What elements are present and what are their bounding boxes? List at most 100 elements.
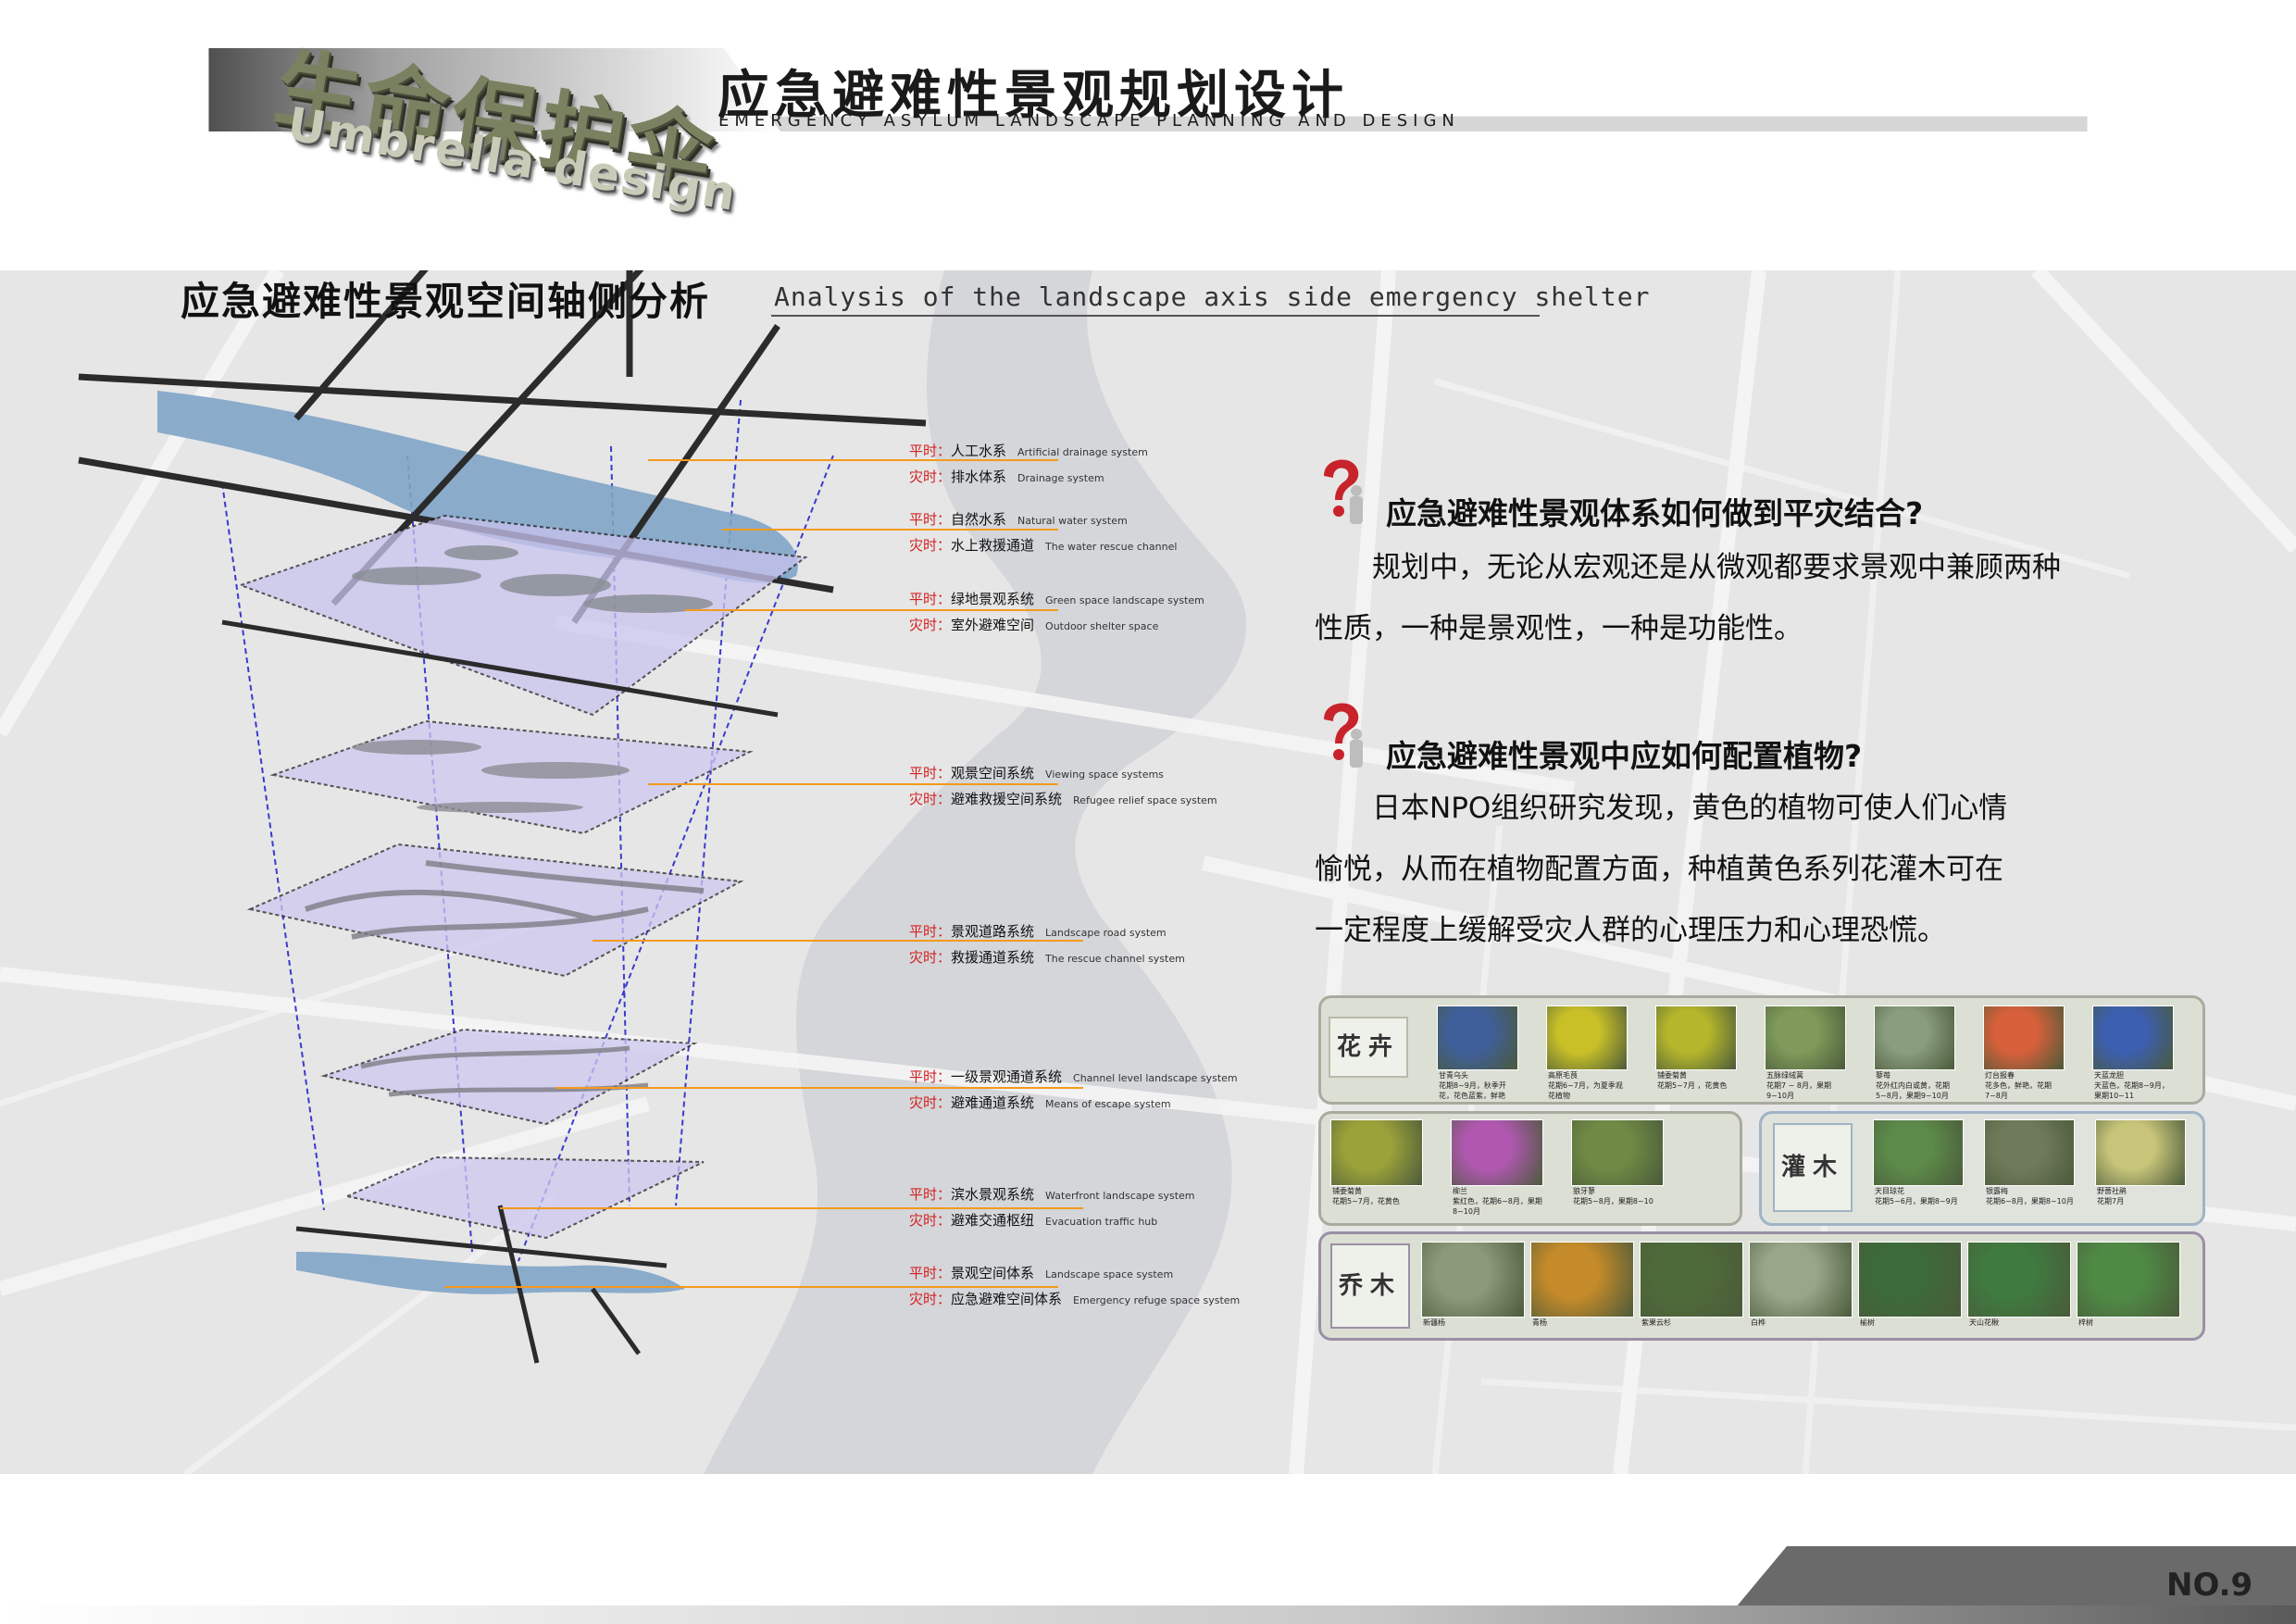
question-1: 应急避难性景观体系如何做到平灾结合? — [1386, 495, 1924, 531]
plant-name: 柳兰 — [1453, 1187, 1467, 1195]
plant-name: 天目琼花 — [1875, 1187, 1904, 1195]
disaster-label: 排水体系 — [951, 468, 1007, 485]
peace-label: 自然水系 — [951, 511, 1007, 528]
plant-photo — [1984, 1119, 2075, 1186]
flowers-label: 花卉 — [1329, 1017, 1408, 1078]
plant-photo — [1874, 1006, 1955, 1070]
plant-caption: 白桦 — [1751, 1318, 1853, 1328]
trees-panel: 乔木 新疆杨青杨紫果云杉白桦榆树天山花楸梓树 — [1318, 1231, 2205, 1341]
plant-note: 花期8~9月，秋季开花，花色蓝紫，鲜艳 — [1439, 1081, 1506, 1100]
plant-card: 天蓝龙胆天蓝色，花期8~9月，果期10~11 — [2092, 1006, 2174, 1100]
plant-caption: 铺委菊黄花期5~7月，花黄色 — [1332, 1186, 1423, 1206]
answer-line: 日本NPO组织研究发现，黄色的植物可使人们心情 — [1315, 792, 2008, 825]
plant-card: 青杨 — [1530, 1242, 1634, 1343]
answer-line: 性质，一种是景观性，一种是功能性。 — [1315, 612, 1803, 645]
disaster-label-en: The water rescue channel — [1045, 541, 1178, 553]
trees-label: 乔木 — [1330, 1243, 1410, 1329]
plant-name: 天蓝龙胆 — [2094, 1071, 2124, 1080]
question-2: 应急避难性景观中应如何配置植物? — [1386, 738, 1863, 774]
plant-caption: 紫果云杉 — [1641, 1318, 1743, 1328]
plant-note: 花期5~7月 ，花黄色 — [1657, 1081, 1728, 1090]
plant-name: 铺委菊黄 — [1657, 1071, 1687, 1080]
plant-name: 银露梅 — [1986, 1187, 2008, 1195]
peace-prefix: 平时： — [909, 511, 952, 528]
disaster-label: 室外避难空间 — [951, 617, 1035, 633]
plant-caption: 天蓝龙胆天蓝色，花期8~9月，果期10~11 — [2094, 1070, 2174, 1101]
answer-2: 日本NPO组织研究发现，黄色的植物可使人们心情 愉悦，从而在植物配置方面，种植黄… — [1315, 778, 2203, 961]
plant-name: 榆树 — [1860, 1318, 1875, 1327]
header-band — [208, 48, 2088, 131]
plant-photo — [1451, 1119, 1543, 1186]
peace-label: 绿地景观系统 — [951, 591, 1035, 607]
disaster-label: 避难交通枢纽 — [951, 1212, 1035, 1229]
plant-photo — [2095, 1119, 2186, 1186]
plant-card: 野蔷社鹃花期7月 — [2095, 1119, 2186, 1212]
plant-photo — [1571, 1119, 1664, 1186]
peace-label: 景观空间体系 — [951, 1265, 1035, 1281]
peace-label-en: Waterfront landscape system — [1045, 1190, 1195, 1202]
plant-caption: 野蔷社鹃花期7月 — [2097, 1186, 2186, 1206]
plant-card: 天山花楸 — [1967, 1242, 2071, 1343]
answer-1: 规划中，无论从宏观还是从微观都要求景观中兼顾两种 性质，一种是景观性，一种是功能… — [1315, 537, 2203, 659]
page-number: NO.9 — [2166, 1567, 2253, 1604]
plant-photo — [1873, 1119, 1964, 1186]
peace-label-en: Landscape space system — [1045, 1268, 1174, 1280]
plant-name: 高原毛茛 — [1548, 1071, 1578, 1080]
plant-card: 榆树 — [1858, 1242, 1962, 1343]
plant-card: 高原毛茛花期6~7月，为夏季观花植物 — [1546, 1006, 1628, 1100]
peace-label: 观景空间系统 — [951, 765, 1035, 781]
plant-photo — [1967, 1242, 2071, 1318]
plant-name: 新疆杨 — [1423, 1318, 1445, 1327]
plant-note: 花期6~8月，果期8~10月 — [1986, 1197, 2074, 1206]
disaster-label: 救援通道系统 — [951, 949, 1035, 966]
disaster-label-en: Outdoor shelter space — [1045, 620, 1159, 632]
peace-prefix: 平时： — [909, 1265, 952, 1281]
plant-name: 天山花楸 — [1969, 1318, 1999, 1327]
plant-photo — [1546, 1006, 1628, 1070]
shrubs-label: 灌木 — [1773, 1123, 1853, 1212]
plant-caption: 青杨 — [1532, 1318, 1634, 1328]
plant-photo — [2077, 1242, 2180, 1318]
answer-line: 规划中，无论从宏观还是从微观都要求景观中兼顾两种 — [1315, 551, 2061, 584]
answer-line: 一定程度上缓解受灾人群的心理压力和心理恐慌。 — [1315, 914, 1946, 947]
plant-card: 狼牙蓼花期5~8月，果期8~10 — [1571, 1119, 1664, 1212]
plant-caption: 灯台报春花多色，鲜艳，花期7~8月 — [1985, 1070, 2065, 1101]
peace-prefix: 平时： — [909, 443, 952, 459]
peace-prefix: 平时： — [909, 1186, 952, 1203]
disaster-prefix: 灾时： — [909, 1291, 952, 1307]
disaster-label: 避难救援空间系统 — [951, 791, 1063, 807]
plant-caption: 高原毛茛花期6~7月，为夏季观花植物 — [1548, 1070, 1628, 1101]
disaster-prefix: 灾时： — [909, 1094, 952, 1111]
disaster-label-en: Emergency refuge space system — [1073, 1294, 1241, 1306]
plant-card: 灯台报春花多色，鲜艳，花期7~8月 — [1983, 1006, 2065, 1100]
shrubs-panel: 灌木 天目琼花花期5~6月，果期8~9月银露梅花期6~8月，果期8~10月野蔷社… — [1759, 1111, 2205, 1226]
plant-card: 新疆杨 — [1421, 1242, 1525, 1343]
disaster-label: 避难通道系统 — [951, 1094, 1035, 1111]
answer-line: 愉悦，从而在植物配置方面，种植黄色系列花灌木可在 — [1315, 853, 2003, 886]
plant-note: 花期7 ~ 8月，果期9~10月 — [1766, 1081, 1831, 1100]
plant-name: 紫果云杉 — [1641, 1318, 1671, 1327]
plant-note: 天蓝色，花期8~9月，果期10~11 — [2094, 1081, 2169, 1100]
disaster-prefix: 灾时： — [909, 537, 952, 554]
plant-photo — [2092, 1006, 2174, 1070]
peace-label: 人工水系 — [951, 443, 1007, 459]
plant-photo — [1749, 1242, 1853, 1318]
plant-caption: 藜苺花外红内白或黄，花期5~8月，果期9~10月 — [1876, 1070, 1955, 1101]
plant-card: 柳兰紫红色，花期6~8月，果期8~10月 — [1451, 1119, 1543, 1216]
question-icon — [1324, 459, 1363, 524]
plant-note: 花期5~8月，果期8~10 — [1573, 1197, 1653, 1206]
footer-band — [0, 1546, 2296, 1624]
plant-caption: 五脉绿绒蒿花期7 ~ 8月，果期9~10月 — [1766, 1070, 1846, 1101]
plant-name: 藜苺 — [1876, 1071, 1890, 1080]
question-icon — [1324, 703, 1363, 768]
peace-label-en: Channel level landscape system — [1073, 1072, 1238, 1084]
section-title-underline — [771, 315, 1540, 317]
disaster-prefix: 灾时： — [909, 1212, 952, 1229]
page-title: 应急避难性景观规划设计 — [718, 66, 1349, 126]
plant-card: 铺委菊黄花期5~7月 ，花黄色 — [1655, 1006, 1737, 1096]
peace-label-en: Natural water system — [1017, 515, 1128, 527]
